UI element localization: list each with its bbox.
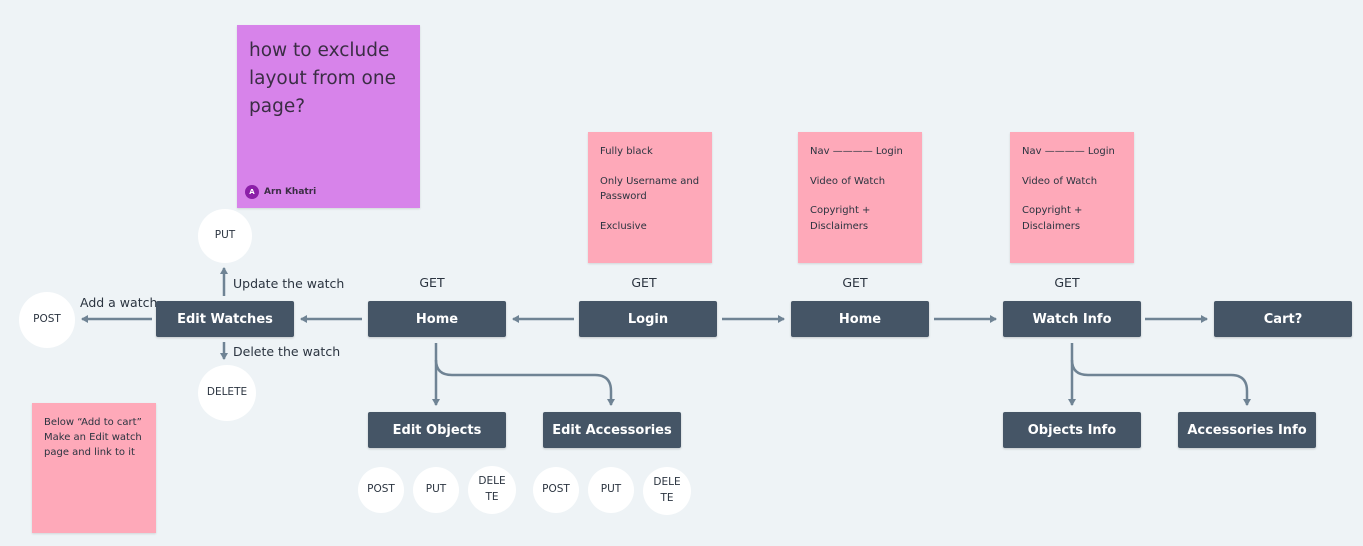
note-line: Nav ———— Login xyxy=(810,146,903,157)
note-line: Password xyxy=(600,191,647,202)
node-cart[interactable]: Cart? xyxy=(1214,301,1352,337)
note-line: Disclaimers xyxy=(810,220,869,232)
node-home[interactable]: Home xyxy=(368,301,506,337)
node-edit-accessories[interactable]: Edit Accessories xyxy=(543,412,681,448)
note-line: Video of Watch xyxy=(810,175,886,187)
sticky-note-question[interactable]: how to exclude layout from one page? A A… xyxy=(237,25,420,208)
edge-label-add-watch: Add a watch xyxy=(80,295,158,310)
note-block: Only Username and Password xyxy=(600,174,700,205)
note-line: Make an Edit watch xyxy=(44,432,142,443)
note-line: Copyright + xyxy=(1022,205,1083,216)
author-name: Arn Khatri xyxy=(264,187,317,197)
circle-objects-delete[interactable]: DELE TE xyxy=(468,466,516,514)
author-avatar: A xyxy=(245,185,259,199)
node-accessories-info[interactable]: Accessories Info xyxy=(1178,412,1316,448)
note-line: Disclaimers xyxy=(1022,220,1081,232)
sticky-note-author: A Arn Khatri xyxy=(245,185,316,199)
sticky-note-home[interactable]: Nav ———— Login Video of Watch Copyright … xyxy=(798,132,922,263)
circle-objects-post[interactable]: POST xyxy=(358,467,404,513)
note-line: Copyright + xyxy=(810,205,871,216)
circle-put[interactable]: PUT xyxy=(198,209,252,263)
sticky-note-question-text: how to exclude layout from one page? xyxy=(249,40,396,117)
node-edit-watches[interactable]: Edit Watches xyxy=(156,301,294,337)
node-watch-info[interactable]: Watch Info xyxy=(1003,301,1141,337)
node-home-right[interactable]: Home xyxy=(791,301,929,337)
sticky-note-edit-watch[interactable]: Below “Add to cart” Make an Edit watch p… xyxy=(32,403,156,533)
edge-label-delete-watch: Delete the watch xyxy=(233,344,341,359)
note-block: Copyright + Disclaimers xyxy=(810,203,910,234)
circle-accessories-post[interactable]: POST xyxy=(533,467,579,513)
method-get-login: GET xyxy=(631,275,657,290)
circle-text-line: TE xyxy=(660,492,674,504)
method-get-home: GET xyxy=(419,275,445,290)
note-line: Only Username and xyxy=(600,175,700,187)
circle-accessories-put[interactable]: PUT xyxy=(588,467,634,513)
arrow-watch-to-accessories-info xyxy=(1070,359,1251,406)
node-edit-objects[interactable]: Edit Objects xyxy=(368,412,506,448)
sticky-note-login[interactable]: Fully black Only Username and Password E… xyxy=(588,132,712,263)
circle-accessories-delete[interactable]: DELE TE xyxy=(643,467,691,515)
note-line: Exclusive xyxy=(600,220,647,232)
edge-label-update-watch: Update the watch xyxy=(233,276,345,291)
circle-text-line: TE xyxy=(485,491,499,503)
sticky-note-watch-info[interactable]: Nav ———— Login Video of Watch Copyright … xyxy=(1010,132,1134,263)
arrow-home-to-edit-accessories xyxy=(434,359,615,406)
method-get-home-right: GET xyxy=(842,275,868,290)
node-objects-info[interactable]: Objects Info xyxy=(1003,412,1141,448)
note-block: Copyright + Disclaimers xyxy=(1022,203,1122,234)
node-login[interactable]: Login xyxy=(579,301,717,337)
note-line: Below “Add to cart” xyxy=(44,417,142,428)
note-line: Video of Watch xyxy=(1022,175,1098,187)
circle-post[interactable]: POST xyxy=(19,292,75,348)
circle-accessories-delete-text: DELE TE xyxy=(653,475,680,507)
note-line: Nav ———— Login xyxy=(1022,146,1115,157)
circle-objects-delete-text: DELE TE xyxy=(478,474,505,506)
circle-text-line: DELE xyxy=(653,476,681,489)
circle-text-line: DELE xyxy=(478,475,506,488)
circle-objects-put[interactable]: PUT xyxy=(413,467,459,513)
note-line: page and link to it xyxy=(44,447,135,458)
method-get-watch-info: GET xyxy=(1054,275,1080,290)
note-line: Fully black xyxy=(600,146,653,157)
circle-delete[interactable]: DELETE xyxy=(198,365,256,421)
